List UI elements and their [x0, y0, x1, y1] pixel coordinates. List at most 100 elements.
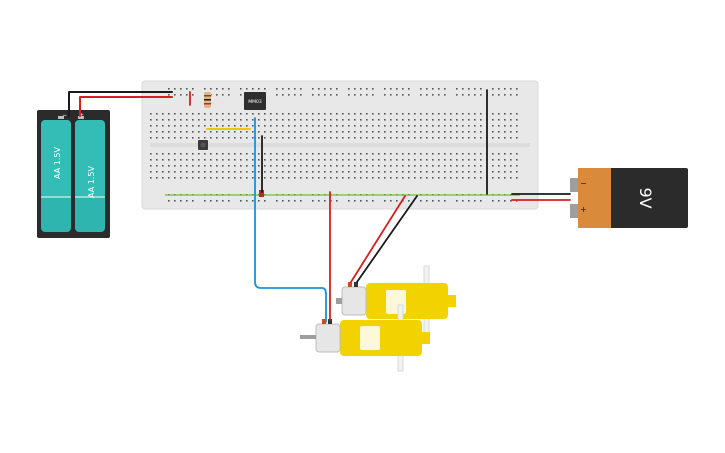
dc-motor-2[interactable] [300, 304, 430, 372]
breadboard-hole [246, 153, 248, 155]
breadboard-hole [210, 125, 212, 127]
breadboard-hole [186, 177, 188, 179]
breadboard-hole [450, 159, 452, 161]
breadboard-hole [276, 153, 278, 155]
breadboard-hole [192, 113, 194, 115]
breadboard-hole [396, 113, 398, 115]
breadboard-hole [366, 177, 368, 179]
breadboard-hole [420, 153, 422, 155]
breadboard-hole [276, 88, 278, 90]
breadboard-hole [378, 177, 380, 179]
breadboard-hole [282, 165, 284, 167]
battery-9v[interactable]: − + 9V [570, 168, 688, 228]
breadboard-hole [198, 131, 200, 133]
ic-chip[interactable]: MM03 [244, 92, 266, 110]
breadboard-hole [342, 119, 344, 121]
breadboard-hole [468, 137, 470, 139]
breadboard-hole [222, 200, 224, 202]
wire-red-to-motor-1[interactable] [350, 195, 406, 283]
breadboard-hole [438, 153, 440, 155]
breadboard-hole [342, 159, 344, 161]
breadboard-hole [162, 159, 164, 161]
breadboard-hole [390, 88, 392, 90]
breadboard-hole [294, 153, 296, 155]
wire-blue-to-motor[interactable] [254, 117, 327, 323]
breadboard-hole [438, 88, 440, 90]
breadboard-hole [318, 165, 320, 167]
breadboard-hole [270, 171, 272, 173]
breadboard-hole [186, 153, 188, 155]
breadboard-hole [168, 171, 170, 173]
breadboard-hole [372, 137, 374, 139]
breadboard-hole [360, 125, 362, 127]
aa-battery-pack[interactable]: AA 1.5V AA 1.5V + − [37, 110, 110, 238]
wire-black-battery-pack[interactable] [68, 91, 173, 117]
breadboard-hole [510, 131, 512, 133]
breadboard-hole [408, 94, 410, 96]
push-button[interactable] [198, 140, 208, 150]
breadboard-hole [426, 200, 428, 202]
breadboard-hole [396, 119, 398, 121]
breadboard-hole [516, 119, 518, 121]
resistor[interactable] [204, 92, 211, 108]
breadboard-hole [216, 171, 218, 173]
breadboard-hole [336, 94, 338, 96]
breadboard-hole [384, 94, 386, 96]
breadboard-hole [198, 119, 200, 121]
breadboard-hole [360, 94, 362, 96]
breadboard-hole [426, 94, 428, 96]
breadboard-hole [162, 125, 164, 127]
breadboard-hole [174, 94, 176, 96]
motor-2-gearbox [340, 320, 422, 356]
breadboard-hole [312, 88, 314, 90]
wire-red-battery-pack[interactable] [79, 96, 173, 117]
breadboard-hole [324, 119, 326, 121]
breadboard-hole [288, 88, 290, 90]
breadboard-hole [234, 131, 236, 133]
breadboard-hole [264, 125, 266, 127]
breadboard-hole [372, 125, 374, 127]
breadboard-hole [336, 159, 338, 161]
breadboard-hole [324, 171, 326, 173]
breadboard-hole [366, 88, 368, 90]
breadboard-hole [432, 113, 434, 115]
breadboard-hole [342, 131, 344, 133]
breadboard-hole [360, 171, 362, 173]
breadboard-hole [330, 113, 332, 115]
breadboard-hole [444, 119, 446, 121]
breadboard-hole [258, 125, 260, 127]
breadboard[interactable] [141, 80, 539, 210]
breadboard-hole [312, 119, 314, 121]
breadboard-hole [390, 125, 392, 127]
breadboard-hole [228, 177, 230, 179]
breadboard-hole [468, 159, 470, 161]
breadboard-hole [240, 88, 242, 90]
breadboard-hole [480, 119, 482, 121]
breadboard-hole [270, 131, 272, 133]
breadboard-hole [192, 200, 194, 202]
breadboard-hole [282, 88, 284, 90]
breadboard-hole [276, 125, 278, 127]
breadboard-hole [378, 165, 380, 167]
breadboard-hole [516, 125, 518, 127]
breadboard-hole [372, 200, 374, 202]
breadboard-hole [402, 171, 404, 173]
wire-black-to-motor-1[interactable] [356, 195, 418, 283]
breadboard-hole [276, 159, 278, 161]
breadboard-hole [498, 153, 500, 155]
breadboard-hole [318, 159, 320, 161]
breadboard-hole [420, 137, 422, 139]
breadboard-hole [396, 159, 398, 161]
breadboard-hole [228, 165, 230, 167]
breadboard-hole [480, 94, 482, 96]
breadboard-hole [408, 88, 410, 90]
breadboard-hole [348, 165, 350, 167]
breadboard-hole [498, 88, 500, 90]
breadboard-hole [384, 88, 386, 90]
breadboard-hole [282, 200, 284, 202]
breadboard-hole [450, 153, 452, 155]
breadboard-hole [270, 113, 272, 115]
breadboard-hole [180, 165, 182, 167]
dc-motor-1[interactable] [336, 265, 456, 337]
